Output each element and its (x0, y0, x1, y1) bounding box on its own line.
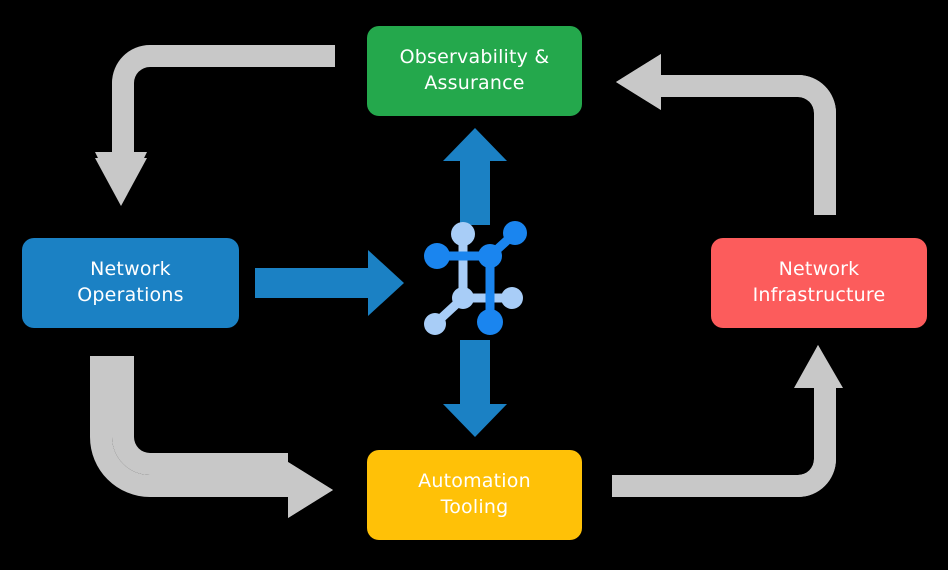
blue-arrow-right (255, 250, 404, 316)
blue-arrow-down (443, 340, 507, 437)
node-label-network-infrastructure: Network Infrastructure (752, 258, 886, 306)
network-topology-icon (424, 221, 527, 335)
node-network-infrastructure[interactable]: Network Infrastructure (711, 238, 927, 328)
gray-arrow-top-right (616, 54, 836, 215)
gray-arrow-top-left (95, 45, 335, 206)
gray-arrow-bottom-left (90, 356, 333, 518)
blue-arrow-up (443, 128, 507, 225)
node-automation-tooling[interactable]: Automation Tooling (367, 450, 582, 540)
node-observability-assurance[interactable]: Observability & Assurance (367, 26, 582, 116)
node-label-automation-tooling: Automation Tooling (418, 470, 531, 518)
node-network-operations[interactable]: Network Operations (22, 238, 239, 328)
node-label-observability-assurance: Observability & Assurance (399, 46, 550, 94)
gray-arrow-bottom-right (612, 345, 843, 497)
node-label-network-operations: Network Operations (77, 258, 184, 306)
